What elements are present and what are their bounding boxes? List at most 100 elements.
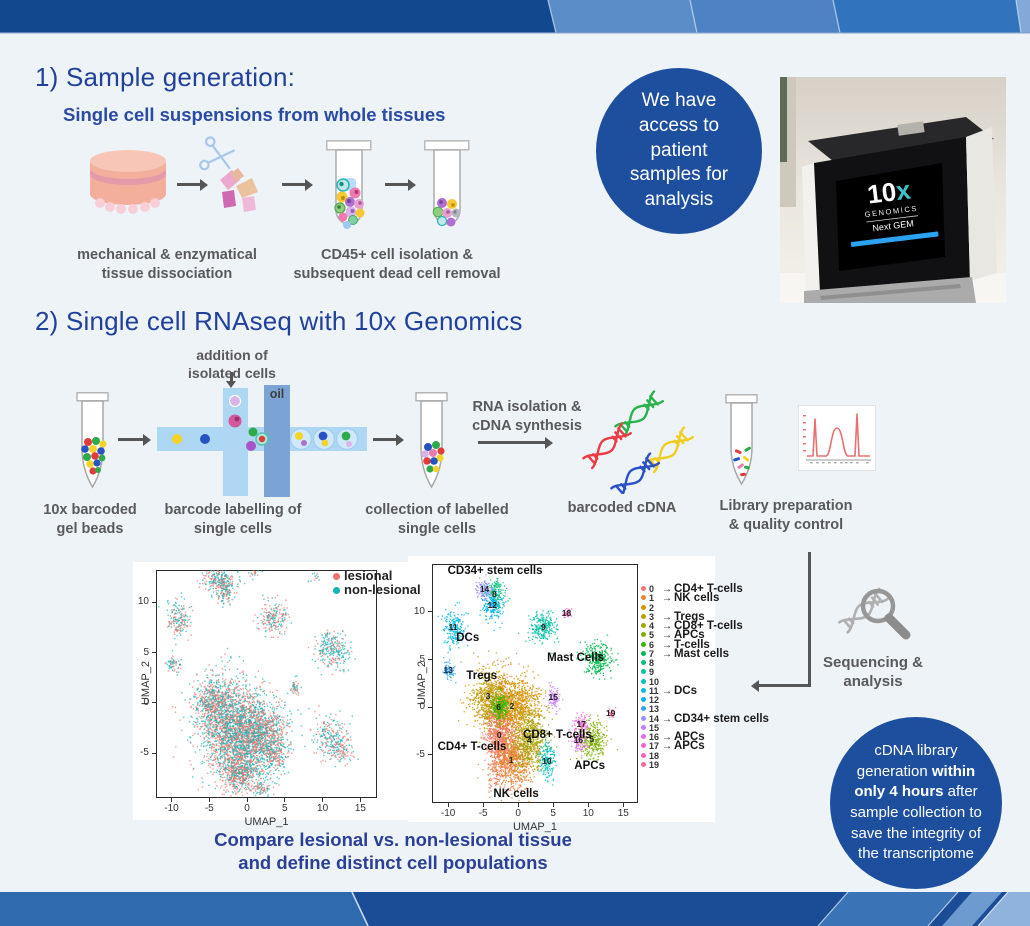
four-hours-badge: cDNA library generation within only 4 ho… <box>830 717 1002 889</box>
legend-dot <box>641 734 646 739</box>
umap-clusters-ytick-mark <box>428 659 432 660</box>
legend-cluster-label: Mast cells <box>674 647 729 660</box>
umap-clusters-ytick-label: 10 <box>413 605 425 617</box>
arrow-rna-to-cdna <box>478 436 553 449</box>
umap-clusters-xtick-label: -10 <box>440 808 456 819</box>
legend-dot <box>641 724 646 730</box>
umap-clusters-cluster-number: 8 <box>491 588 497 599</box>
umap-lesional-vs-nonlesional-xtick-label: -10 <box>164 803 179 814</box>
umap-clusters-cluster-number: 5 <box>589 734 595 745</box>
legend-cluster-label: CD4+ T-cells <box>674 583 743 595</box>
legend-cluster-label: Tregs <box>674 610 705 623</box>
patient-samples-badge: We have access to patient samples for an… <box>596 68 762 234</box>
legend-arrow: → <box>662 648 672 660</box>
section1-subtitle: Single cell suspensions from whole tissu… <box>63 104 446 125</box>
umap-clusters-legend-item: 4→CD8+ T-cells <box>641 620 743 632</box>
legend-cluster-number: 3 <box>649 611 655 622</box>
legend-arrow: → <box>662 639 672 651</box>
gel-beads-tube-icon <box>76 392 109 489</box>
isolated-cells-tube-icon <box>424 140 470 227</box>
legend-arrow: → <box>662 685 672 697</box>
cell-suspension-tube-icon <box>326 140 372 229</box>
umap-lesional-vs-nonlesional-xtick-mark <box>359 798 361 802</box>
umap-lesional-vs-nonlesional-xtick-mark <box>208 798 210 802</box>
chip-beads-and-droplets <box>172 394 359 451</box>
umap-clusters-legend-item: 19 <box>641 760 662 770</box>
legend-cluster-number: 15 <box>649 722 660 733</box>
umap-lesional-vs-nonlesional-xtick-mark <box>246 798 248 802</box>
umap-clusters-legend-item: 11→DCs <box>641 684 698 697</box>
umap-clusters-cluster-number: 12 <box>487 600 497 611</box>
umap-clusters-annotation: CD4+ T-cells <box>437 740 507 753</box>
legend-cluster-label: DCs <box>674 684 698 697</box>
umap-clusters-cluster-number: 2 <box>509 701 515 712</box>
umap-clusters-xtick-mark <box>552 803 554 807</box>
umap-clusters-xlabel: UMAP_1 <box>512 821 558 833</box>
rna-isolation-label: RNA isolation & cDNA synthesis <box>472 399 582 434</box>
umap-clusters-annotation: Tregs <box>466 669 498 682</box>
umap-lesional-vs-nonlesional-xlabel: UMAP_1 <box>244 816 289 828</box>
legend-cluster-number: 8 <box>649 658 655 668</box>
barcoded-cdna-icon <box>582 390 694 494</box>
umap-clusters-cluster-number: 6 <box>496 702 501 713</box>
umap-clusters-xtick-label: 10 <box>582 808 594 819</box>
legend-arrow: → <box>662 732 672 743</box>
legend-arrow: → <box>662 713 672 725</box>
legend-dot <box>641 613 646 619</box>
umap-clusters-legend-item: 17→APCs <box>641 740 705 753</box>
arrow-chip-to-collection <box>373 433 404 446</box>
legend-dot <box>641 586 646 591</box>
sequencing-label: Sequencing & analysis <box>822 654 923 691</box>
arrow-step1 <box>177 178 208 191</box>
umap-clusters-xtick-label: 0 <box>515 808 521 819</box>
chromium-machine-photo: 10x GENOMICS Next GEM <box>780 77 1006 303</box>
umap-clusters-cluster-number: 1 <box>508 755 514 766</box>
gel-beads <box>81 437 107 475</box>
legend-cluster-label: APCs <box>674 629 705 642</box>
legend-dot <box>641 660 646 665</box>
umap-clusters-ytick-label: 0 <box>419 701 425 713</box>
droplet-2 <box>312 427 336 451</box>
umap-lesional-vs-nonlesional-xtick-label: 0 <box>244 803 250 814</box>
umap-lesional-vs-nonlesional-xtick-label: 15 <box>354 803 366 814</box>
legend-dot <box>333 573 340 580</box>
legend-dot <box>641 687 646 693</box>
umap-lesional-vs-nonlesional-ytick-mark <box>152 702 156 704</box>
umap-clusters-xtick-label: 5 <box>550 808 556 819</box>
umap-clusters-ytick-label: -5 <box>416 748 425 760</box>
umap-clusters-cluster-number: 10 <box>542 756 552 767</box>
umap-lesional-vs-nonlesional-ytick-mark <box>152 652 156 654</box>
oil-label: oil <box>269 387 285 401</box>
umap-clusters-cluster-number: 17 <box>576 719 586 730</box>
umap-clusters-legend-item: 14→CD34+ stem cells <box>641 713 769 725</box>
umap-clusters-annotation: CD34+ stem cells <box>447 565 543 578</box>
umap-lesional-vs-nonlesional-points <box>156 570 377 798</box>
legend-cluster-label: APCs <box>674 731 705 743</box>
legend-cluster-number: 16 <box>649 732 660 742</box>
legend-cluster-number: 1 <box>649 593 655 604</box>
legend-cluster-label: APCs <box>674 740 705 753</box>
collection-label: collection of labelled single cells <box>365 502 509 537</box>
umap-clusters-cluster-number: 14 <box>479 584 490 595</box>
umap-lesional-vs-nonlesional-ylabel: UMAP_2 <box>140 660 152 706</box>
umap-clusters-xtick-mark <box>622 803 624 807</box>
legend-cluster-number: 7 <box>649 648 655 659</box>
umap-clusters-legend-item: 15 <box>641 723 662 733</box>
labelled-cells <box>421 441 445 473</box>
umap-lesional-vs-nonlesional-ytick-label: -5 <box>140 747 149 759</box>
legend-dot <box>333 587 340 594</box>
legend-dot <box>641 678 646 684</box>
sequencing-analysis-icon <box>838 587 911 640</box>
legend-cluster-number: 9 <box>649 667 655 678</box>
legend-arrow: → <box>662 621 672 632</box>
umap-clusters-legend-item: 2 <box>641 603 662 613</box>
isolation-label: CD45+ cell isolation & subsequent dead c… <box>293 247 501 282</box>
umap-clusters-xtick-label: 15 <box>617 808 629 819</box>
legend-dot <box>641 761 646 767</box>
legend-dot <box>641 641 646 647</box>
library-label: Library preparation & quality control <box>719 498 853 533</box>
section2-heading: 2) Single cell RNAseq with 10x Genomics <box>35 306 523 336</box>
umap-clusters-legend-item: 13 <box>641 704 662 714</box>
umap-clusters-annotation: DCs <box>456 631 480 644</box>
